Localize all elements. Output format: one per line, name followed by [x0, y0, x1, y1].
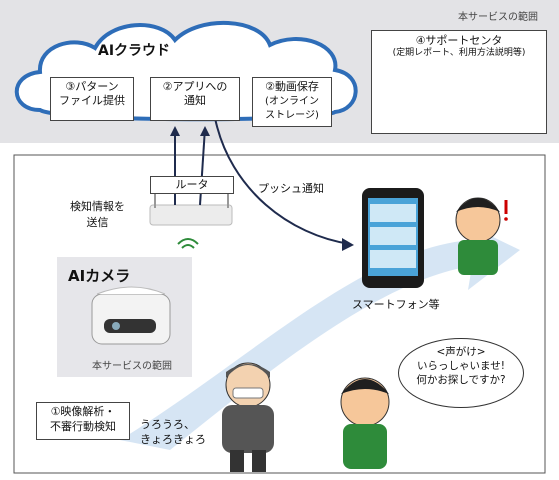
service-scope-label: 本サービスの範囲: [458, 12, 538, 23]
cloud-box-line3: ストレージ): [265, 110, 319, 122]
clerk-figure-top: [455, 197, 508, 275]
cloud-box-video-storage: ②動画保存 (オンライン ストレージ): [252, 77, 332, 127]
cloud-box-line2: (オンライン: [265, 95, 319, 107]
suspicious-words-line2: きょろきょろ: [140, 433, 206, 447]
wifi-icon: [177, 238, 199, 249]
detection-step-box: ①映像解析・ 不審行動検知: [36, 402, 130, 440]
router-body: [149, 204, 233, 226]
support-title: ④サポートセンタ: [415, 34, 503, 47]
smartphone-icon: [362, 188, 424, 288]
bubble-line3: 何かお探しですか?: [416, 374, 506, 387]
suspicious-words-line1: うろうろ、: [140, 418, 195, 431]
suspicious-person-figure: [222, 362, 274, 472]
support-subtitle: (定期レポート、利用方法説明等): [392, 47, 526, 58]
bubble-line1: <声がけ>: [436, 346, 486, 358]
bubble-line2: いらっしゃいませ!: [417, 360, 505, 373]
cloud-box-pattern-file: ③パターン ファイル提供: [50, 77, 134, 121]
detection-send-label: 検知情報を 送信: [70, 198, 125, 230]
cloud-box-num: ③: [65, 80, 76, 93]
cloud-box-app-notification: ②アプリへの 通知: [150, 77, 240, 121]
support-center-box: ④サポートセンタ (定期レポート、利用方法説明等): [371, 30, 547, 134]
detection-step-line2: 不審行動検知: [50, 419, 116, 433]
push-notification-label: プッシュ通知: [258, 182, 324, 195]
cloud-box-line1: パターン: [75, 80, 119, 93]
cloud-box-line2: 通知: [184, 93, 206, 107]
ai-camera-scope-label: 本サービスの範囲: [92, 361, 172, 372]
cloud-box-num: ②: [162, 80, 173, 93]
cloud-box-line1: 動画保存: [274, 80, 319, 93]
smartphone-label: スマートフォン等: [352, 298, 440, 311]
clerk-figure-bottom: [340, 377, 390, 469]
router-label: ルータ: [150, 176, 234, 194]
push-arrow: [214, 117, 351, 245]
detection-send-line1: 検知情報を: [70, 200, 125, 213]
scene-frame: [13, 154, 546, 474]
detection-send-line2: 送信: [86, 216, 109, 229]
cloud-box-num: ②: [265, 80, 275, 93]
cloud-box-line2: ファイル提供: [59, 93, 125, 107]
cloud-title: AIクラウド: [98, 43, 171, 59]
ai-camera-graphic: [91, 286, 171, 345]
cloud-box-line1: アプリへの: [172, 80, 228, 93]
detection-step-line1: ①映像解析・: [50, 405, 116, 418]
greeting-speech-bubble: <声がけ> いらっしゃいませ! 何かお探しですか?: [398, 338, 524, 408]
suspicious-behavior-words: うろうろ、 きょろきょろ: [140, 417, 206, 448]
ai-camera-title: AIカメラ: [68, 267, 131, 285]
